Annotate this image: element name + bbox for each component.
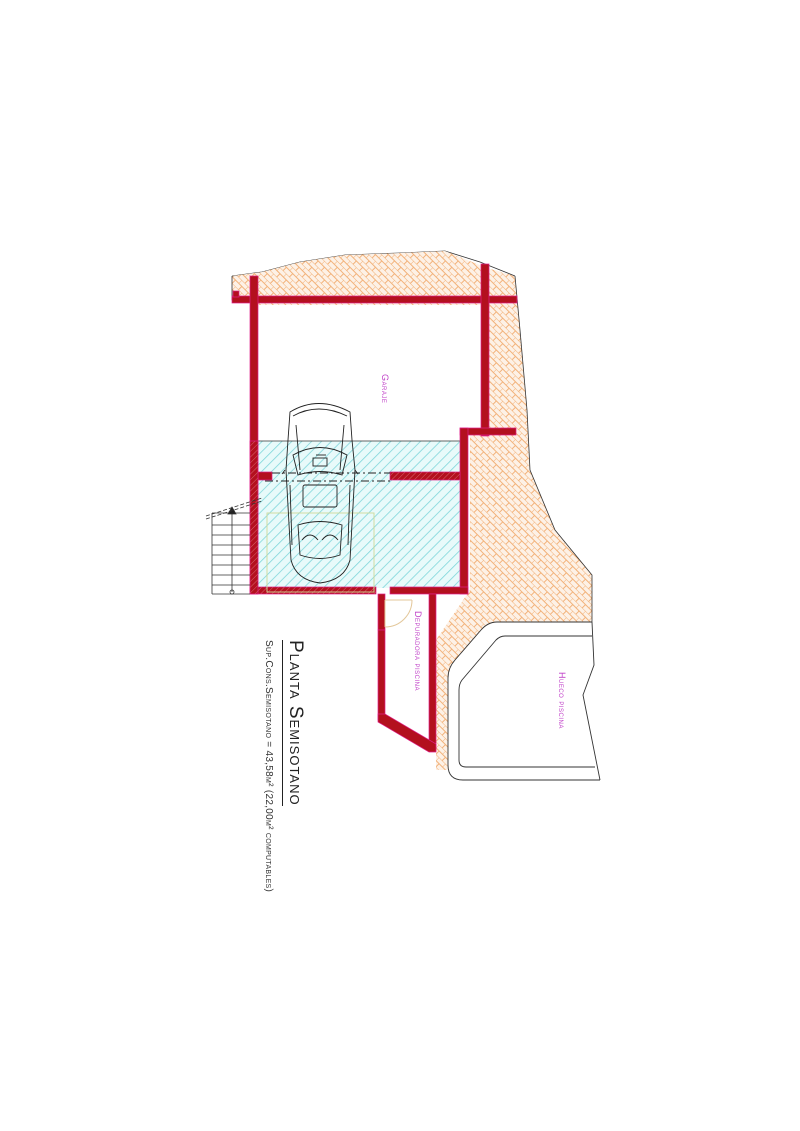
room-label-garaje: Garaje (380, 374, 390, 404)
terrain-hatch (231, 250, 593, 770)
stairs (205, 497, 263, 595)
drawing-title: Planta Semisotano (282, 640, 306, 806)
walls (231, 263, 518, 753)
room-label-depuradora: Depuradora piscina (413, 611, 423, 692)
car-icon (281, 403, 359, 584)
surface-note: Sup.Cons.Semisotano = 43,58m² (22,00m² c… (263, 640, 274, 893)
room-label-hueco-piscina: Hueco piscina (557, 672, 567, 729)
parking-outline (266, 512, 375, 593)
pool-hole (447, 621, 601, 781)
door-swing (384, 599, 413, 628)
beam-dashed-lines (265, 472, 390, 482)
